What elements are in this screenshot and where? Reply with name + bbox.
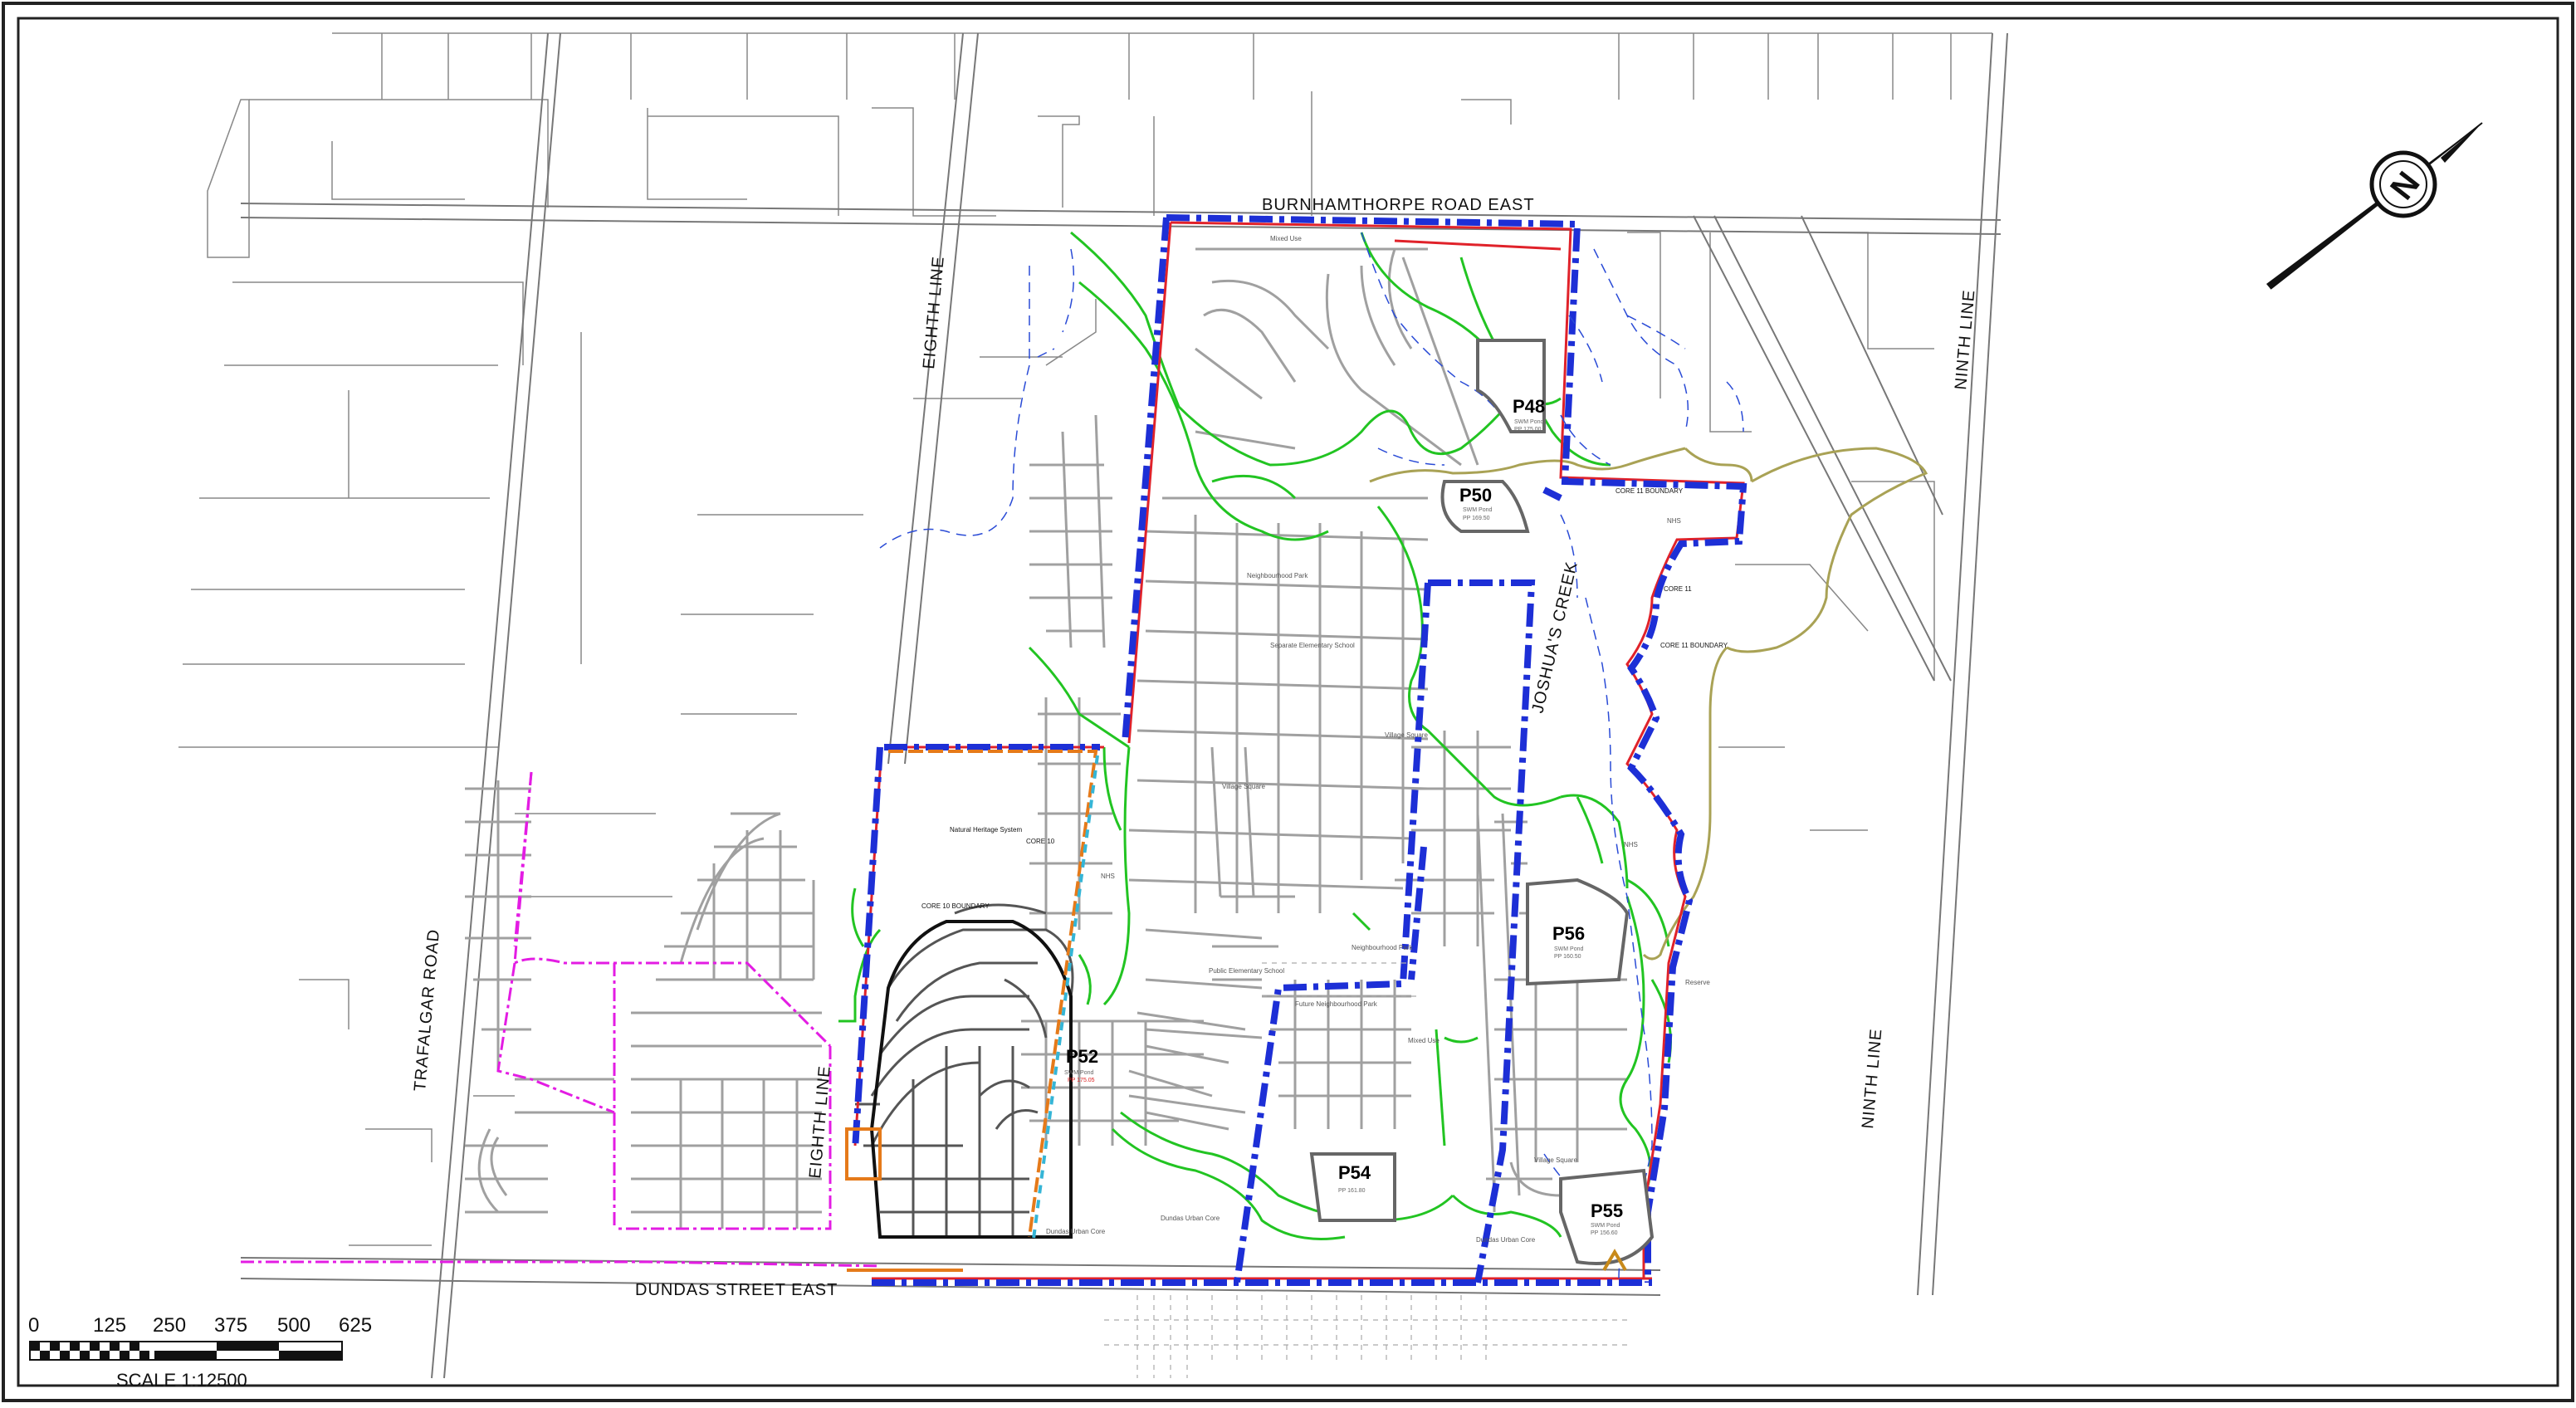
dundas-urban-core-2: Dundas Urban Core <box>1161 1215 1220 1222</box>
blue-boundary <box>852 214 1747 1286</box>
p52-sub1: SWM Pond <box>1064 1070 1094 1076</box>
core11: CORE 11 <box>1664 585 1692 593</box>
pond-labels: P48 SWM Pond PP 175.00 P50 SWM Pond PP 1… <box>1064 396 1623 1236</box>
core11-boundary: CORE 11 BOUNDARY <box>1615 487 1684 495</box>
p50-sub2: PP 169.50 <box>1463 516 1490 521</box>
north-arrow: N <box>2266 122 2483 290</box>
core11-boundary-2: CORE 11 BOUNDARY <box>1660 642 1728 649</box>
inner-border <box>17 17 2559 1387</box>
joshuas-creek-label: JOSHUA'S CREEK <box>1528 560 1581 715</box>
drainage-lines <box>879 232 1744 1279</box>
p56-label: P56 <box>1552 923 1585 944</box>
neighbourhood-park-south: Neighbourhood Park <box>1352 944 1413 951</box>
p56-sub1: SWM Pond <box>1554 946 1584 952</box>
dundas-urban-core-3: Dundas Urban Core <box>1476 1236 1536 1244</box>
p55-sub2: PP 156.60 <box>1591 1230 1618 1236</box>
natural-heritage: Natural Heritage System <box>950 826 1022 834</box>
p55-label: P55 <box>1591 1200 1623 1221</box>
scale-tick-4: 500 <box>277 1314 310 1337</box>
dundas-urban-core-1: Dundas Urban Core <box>1046 1228 1106 1235</box>
scale-label: SCALE 1:12500 <box>116 1370 247 1391</box>
separate-school: Separate Elementary School <box>1270 642 1355 649</box>
nhs-1: NHS <box>1667 517 1681 525</box>
scale-bar: 0 125 250 375 500 625 SCALE 1:12500 <box>28 1314 372 1391</box>
core11-olive-boundary <box>1369 447 1928 961</box>
p50-label: P50 <box>1459 485 1492 506</box>
p54-label: P54 <box>1338 1162 1371 1183</box>
road-corridors <box>240 32 2008 1379</box>
nhs-green-lines <box>838 231 1672 1240</box>
triangle-marker <box>1602 1249 1627 1272</box>
p52-sub2: PP 175.05 <box>1068 1078 1095 1083</box>
village-square-1: Village Square <box>1222 783 1265 790</box>
p48-label: P48 <box>1513 396 1545 417</box>
magenta-trails <box>241 771 881 1268</box>
scale-tick-5: 625 <box>339 1314 372 1337</box>
village-square-2: Village Square <box>1385 731 1428 739</box>
north-arrow-circle <box>2369 150 2437 218</box>
trafalgar-label: TRAFALGAR ROAD <box>411 928 443 1092</box>
orange-cyan-lines <box>845 750 1099 1272</box>
lot-dashed-grid <box>1104 962 1627 1378</box>
core10: CORE 10 <box>1026 838 1055 845</box>
p56-sub2: PP 160.50 <box>1554 954 1581 960</box>
dundas-label: DUNDAS STREET EAST <box>635 1281 838 1299</box>
scale-tick-3: 375 <box>214 1314 247 1337</box>
red-boundary <box>853 221 1745 1280</box>
pond-shapes <box>1309 339 1655 1265</box>
scale-tick-2: 250 <box>153 1314 186 1337</box>
eighth-line-north-label: EIGHTH LINE <box>920 255 948 369</box>
scale-tick-1: 125 <box>93 1314 126 1337</box>
p55-sub1: SWM Pond <box>1591 1223 1620 1229</box>
mixed-use-north: Mixed Use <box>1270 235 1302 242</box>
p48-sub1: SWM Pond <box>1514 419 1544 425</box>
mixed-use-south: Mixed Use <box>1408 1037 1440 1044</box>
future-park: Future Neighbourhood Park <box>1295 1000 1378 1008</box>
nhs-2: NHS <box>1624 841 1638 848</box>
p52-label: P52 <box>1066 1046 1098 1067</box>
burnhamthorpe-label: BURNHAMTHORPE ROAD EAST <box>1262 196 1535 214</box>
p50-sub1: SWM Pond <box>1463 507 1493 513</box>
village-square-3: Village Square <box>1534 1156 1577 1164</box>
scale-tick-0: 0 <box>28 1314 39 1337</box>
land-use-labels: Mixed Use Neighbourhood Park Separate El… <box>921 235 1728 1244</box>
west-subdivision <box>465 780 822 1229</box>
neighbourhood-park-north: Neighbourhood Park <box>1247 572 1308 579</box>
core10-boundary: CORE 10 BOUNDARY <box>921 902 990 910</box>
reserve: Reserve <box>1685 979 1710 986</box>
p52-dark-boundary <box>869 920 1073 1239</box>
public-school: Public Elementary School <box>1209 967 1284 975</box>
p54-sub2: PP 161.80 <box>1338 1188 1366 1194</box>
ninth-line-south-label: NINTH LINE <box>1859 1028 1885 1130</box>
nhs-3: NHS <box>1101 873 1115 880</box>
p48-sub2: PP 175.00 <box>1514 427 1542 433</box>
